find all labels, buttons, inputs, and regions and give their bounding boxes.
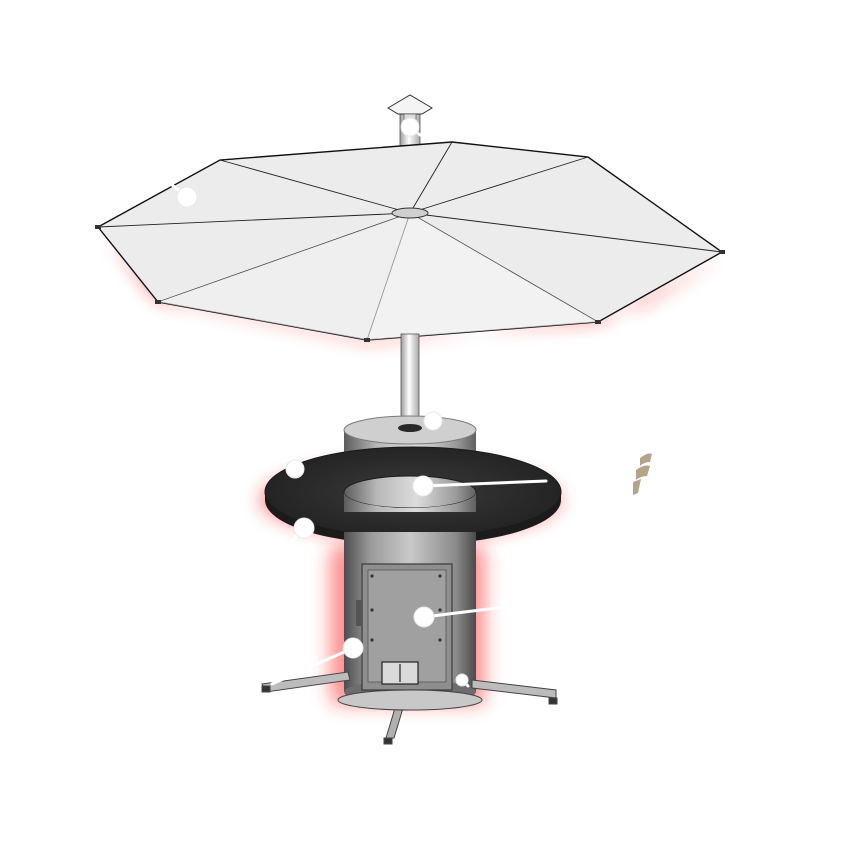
brand-logo-icon (633, 453, 652, 495)
hotspot-door-handle[interactable] (270, 637, 364, 686)
table-top (264, 446, 562, 545)
hotspot-table-top[interactable] (285, 459, 305, 479)
hotspot-heater-upper[interactable] (412, 475, 548, 497)
umbrella-canopy (95, 141, 725, 342)
cross-base (261, 671, 558, 745)
hotspot-table-edge[interactable] (286, 517, 315, 547)
hotspot-cabinet-door[interactable] (413, 605, 507, 628)
hotspot-vent-cap[interactable] (400, 117, 422, 137)
hotspot-pole[interactable] (423, 411, 443, 431)
hotspot-base-leg[interactable] (455, 673, 470, 688)
hotspot-canopy[interactable] (170, 183, 198, 208)
